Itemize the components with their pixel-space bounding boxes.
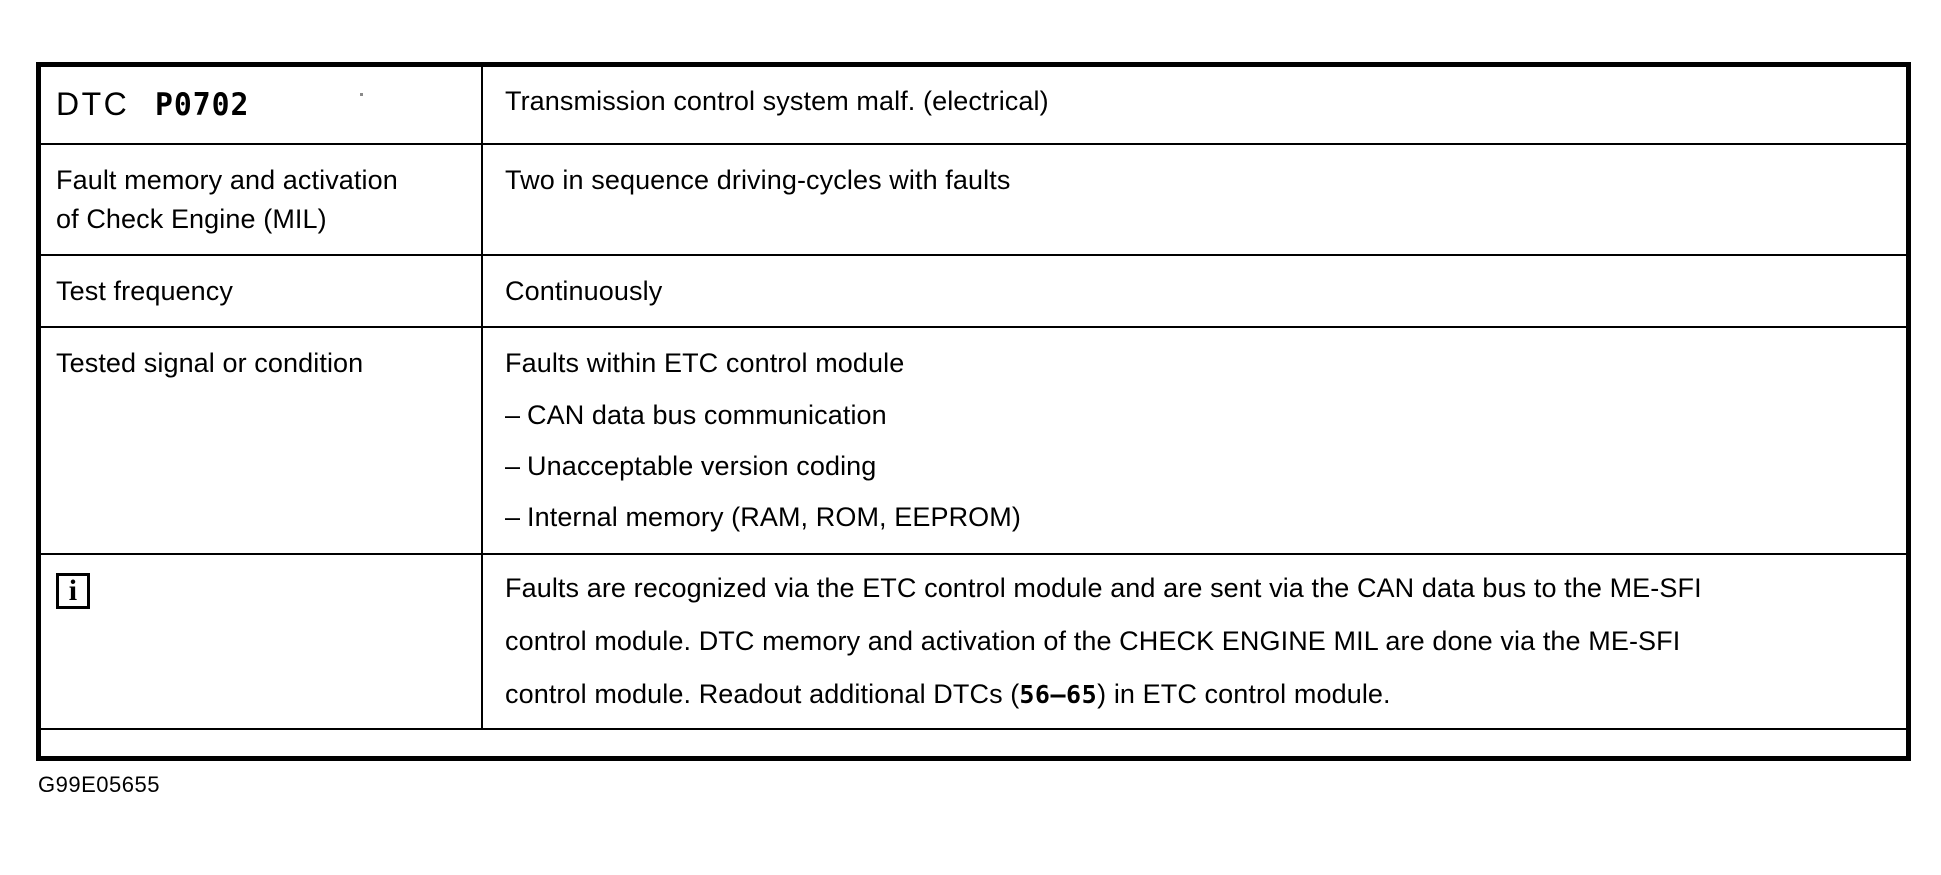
- list-item: – CAN data bus communication: [505, 396, 1893, 434]
- scan-speck: [360, 93, 363, 96]
- list-item: – Unacceptable version coding: [505, 447, 1893, 485]
- list-item: – Internal memory (RAM, ROM, EEPROM): [505, 498, 1893, 536]
- dash-bullet-icon: –: [505, 399, 521, 430]
- dtc-code-description-text: Transmission control system malf. (elect…: [505, 86, 1049, 116]
- tested-signal-lead-text: Faults within ETC control module: [505, 348, 905, 379]
- cell-note-icon: i: [36, 93, 483, 731]
- test-frequency-label-text: Test frequency: [56, 276, 233, 307]
- table-row-note: i Faults are recognized via the ETC cont…: [36, 93, 1909, 731]
- cell-tested-signal-value: Faults within ETC control module – CAN d…: [481, 326, 1909, 555]
- cell-test-frequency-value: Continuously: [481, 254, 1909, 329]
- info-icon: i: [56, 572, 90, 609]
- figure-caption: G99E05655: [38, 772, 160, 797]
- fault-memory-value-text: Two in sequence driving-cycles with faul…: [505, 165, 1011, 196]
- cell-dtc-code-label: DTC P0702: [36, 63, 483, 146]
- dash-bullet-icon: –: [505, 502, 521, 533]
- cell-note-text: Faults are recognized via the ETC contro…: [481, 552, 1909, 731]
- list-item-label: Internal memory (RAM, ROM, EEPROM): [527, 502, 1021, 533]
- note-line-3-prefix: control module. Readout additional DTCs …: [505, 678, 1020, 709]
- dash-bullet-icon: –: [505, 451, 521, 482]
- cell-test-frequency-label: Test frequency: [36, 254, 483, 329]
- dtc-reference-table: DTC P0702 Transmission control system ma…: [36, 63, 1909, 731]
- test-frequency-value-text: Continuously: [505, 276, 663, 307]
- tested-signal-bullet-list: – CAN data bus communication – Unaccepta…: [505, 396, 1893, 537]
- cell-tested-signal-label: Tested signal or condition: [36, 326, 483, 555]
- table-row-dtc-code: DTC P0702 Transmission control system ma…: [36, 63, 1909, 146]
- cell-fault-memory-label: Fault memory and activation of Check Eng…: [36, 143, 483, 257]
- note-line-3-suffix: ) in ETC control module.: [1097, 678, 1391, 709]
- info-icon-glyph: i: [68, 573, 78, 607]
- note-line-2: control module. DTC memory and activatio…: [505, 625, 1681, 656]
- list-item-label: Unacceptable version coding: [527, 451, 877, 482]
- tested-signal-label-text: Tested signal or condition: [56, 348, 364, 379]
- table-row-tested-signal: Tested signal or condition Faults within…: [36, 326, 1909, 555]
- dtc-range-value: 56–65: [1019, 679, 1098, 709]
- note-line-1: Faults are recognized via the ETC contro…: [505, 572, 1702, 603]
- note-paragraph-block: Faults are recognized via the ETC contro…: [483, 555, 1907, 728]
- note-line-3: control module. Readout additional DTCs …: [505, 677, 1893, 712]
- table-row-fault-memory: Fault memory and activation of Check Eng…: [36, 143, 1909, 257]
- list-item-label: CAN data bus communication: [527, 399, 887, 430]
- cell-fault-memory-value: Two in sequence driving-cycles with faul…: [481, 143, 1909, 257]
- fault-memory-label-line2: of Check Engine (MIL): [56, 203, 327, 234]
- dtc-code-value: P0702: [155, 87, 250, 123]
- dtc-heading: DTC P0702: [56, 82, 467, 127]
- dtc-label-text: DTC: [56, 86, 130, 122]
- fault-memory-label-line1: Fault memory and activation: [56, 165, 398, 196]
- table-frame-right: [1906, 62, 1911, 761]
- table-row-test-frequency: Test frequency Continuously: [36, 254, 1909, 329]
- cell-dtc-code-description: Transmission control system malf. (elect…: [481, 63, 1909, 146]
- table-frame-bottom: [36, 756, 1911, 761]
